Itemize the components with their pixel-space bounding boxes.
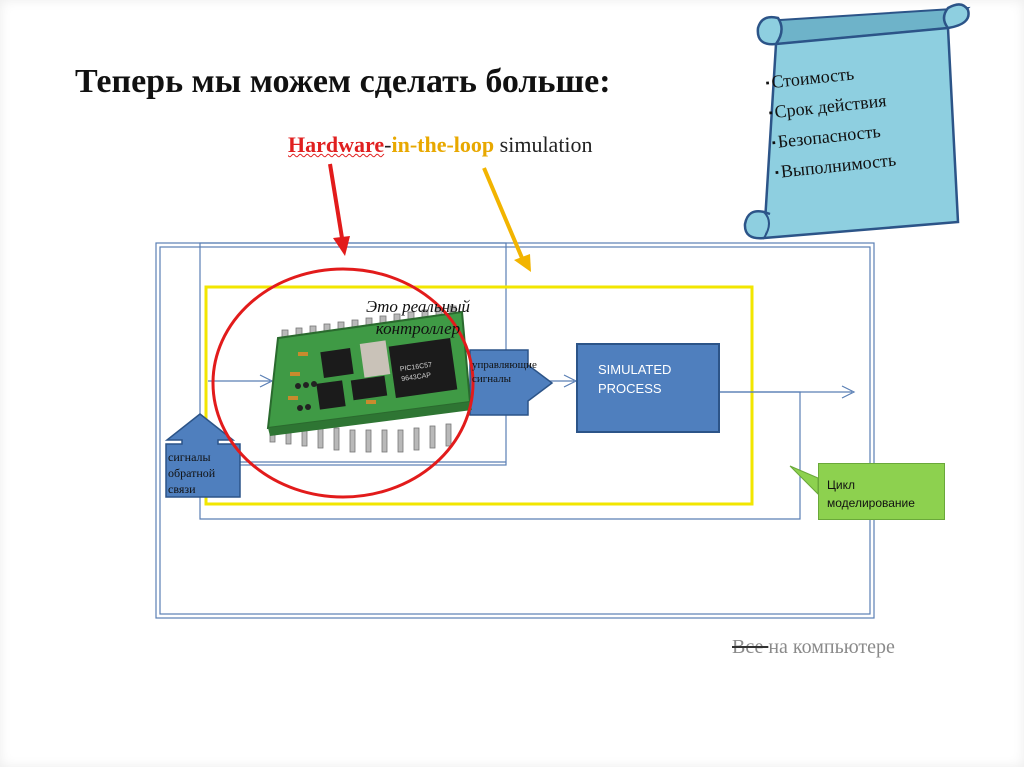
orange-arrow xyxy=(482,167,524,259)
cycle-line1: Цикл xyxy=(827,478,855,492)
outer-frame-inner xyxy=(159,246,871,615)
footer-note: Все на компьютере xyxy=(732,636,895,659)
controller-board-image: PIC16C57 9643CAP xyxy=(266,305,472,453)
cycle-line2: моделирование xyxy=(827,496,915,510)
simulated-process-block: SIMULATED PROCESS xyxy=(576,343,720,433)
feedback-signals-arrow xyxy=(164,413,241,498)
red-arrow xyxy=(328,163,344,239)
footer-rest: на компьютере xyxy=(768,636,895,658)
control-signals-label: управляющие сигналы xyxy=(472,359,537,385)
simulated-process-line2: PROCESS xyxy=(598,381,662,396)
svg-text:PIC16C57: PIC16C57 xyxy=(400,362,433,373)
svg-text:9643CAP: 9643CAP xyxy=(401,372,432,383)
subtitle-in-the-loop: in-the-loop xyxy=(391,132,495,157)
footer-strike-word: Все xyxy=(732,636,769,658)
red-highlight-circle xyxy=(211,267,475,499)
real-controller-label: Это реальный контроллер xyxy=(365,297,471,338)
yellow-frame xyxy=(204,285,754,506)
subtitle-dash: - xyxy=(384,132,392,157)
subtitle-simulation: simulation xyxy=(494,132,593,157)
subtitle: Hardware-in-the-loop simulation xyxy=(288,132,593,158)
feedback-signals-label: сигналы обратной связи xyxy=(168,450,216,496)
scroll-list: Стоимость Срок действия Безопасность Вып… xyxy=(764,51,956,189)
subtitle-hardware: Hardware xyxy=(288,132,385,157)
simulated-process-line1: SIMULATED xyxy=(598,362,672,377)
control-signals-arrow xyxy=(469,349,554,416)
slide-title: Теперь мы можем сделать больше: xyxy=(75,63,611,100)
outer-frame xyxy=(155,242,875,619)
cycle-callout: Цикл моделирование xyxy=(818,463,945,520)
